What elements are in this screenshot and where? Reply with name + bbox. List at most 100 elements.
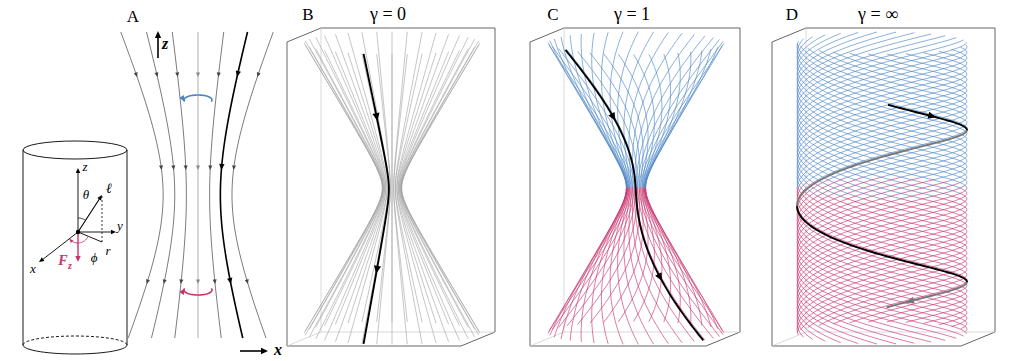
panel-letter: A [127,8,139,25]
field-line [645,49,711,188]
arrow-head [245,279,249,284]
field-line [316,187,384,327]
arrow-head [184,165,188,170]
theta-arc [78,218,86,220]
origin-dot [76,230,80,234]
field-line [797,38,967,186]
arrow-head [208,165,212,170]
arrow-head [75,256,80,262]
field-line [397,187,436,323]
field-line [392,187,393,322]
arrow-head [906,297,915,304]
box-frame [995,28,996,332]
field-line [797,195,967,337]
field-line [362,187,389,322]
field-line [394,189,408,344]
arrow-head [217,72,221,77]
field-line [325,50,385,188]
arrow-head [171,165,175,170]
box-frame [772,28,806,42]
field-line [550,187,629,335]
field-line [399,187,459,325]
highlight-line [797,206,967,282]
field-line [618,187,648,322]
field-line [643,189,722,331]
field-line [797,190,967,332]
axis-label: x [30,262,36,275]
field-line [309,39,383,187]
arrow-head [372,112,379,121]
field-line [550,41,629,189]
arrow-head [227,278,232,284]
box-frame [530,346,706,347]
field-line [797,178,967,322]
field-line [578,187,638,325]
box-frame [287,42,288,346]
field-line [797,44,967,186]
arrow-head [97,195,102,200]
field-line [397,189,436,343]
field-line [399,50,459,188]
highlight-line [797,131,967,207]
phi-arc [69,236,88,243]
field-line [797,186,967,334]
field-lines-panel [121,31,274,354]
arrow-head [232,165,236,170]
highlight-line [888,105,967,131]
box-frame [806,28,995,29]
arrow-head [179,95,184,102]
arrow-head [179,288,184,295]
box-frame [321,332,495,333]
arrow-head [134,72,138,77]
field-line [797,54,967,198]
field-line [198,32,199,338]
field-line [570,188,626,341]
box-frame [530,332,564,346]
arrow-head [163,279,167,284]
field-lines-3d [287,28,495,346]
box-frame [495,28,496,332]
field-line [305,188,382,331]
field-line [642,43,724,187]
arrow-head [257,72,261,77]
vector-label: ℓ [106,182,112,196]
field-line [797,42,967,190]
field-line [392,32,393,187]
field-line [590,187,640,323]
axis-label: x [274,342,282,358]
arrow-head [655,272,662,281]
field-line [641,41,723,187]
highlight-line [887,282,967,307]
field-line [401,188,478,331]
field-line [309,188,383,330]
axis-arrow [240,350,262,352]
panel-title: γ = ∞ [858,5,898,23]
field-line [567,187,636,326]
field-line [624,32,654,187]
field-line [644,187,662,321]
field-line [797,183,967,331]
coordinate-inset [23,141,127,354]
arrow-head [39,257,44,262]
r-line [78,232,102,242]
field-line [335,187,385,324]
field-line [797,186,967,328]
arrow-head [154,72,158,77]
field-line [581,34,626,188]
cylinder-side [23,150,24,345]
arrow-head [236,71,241,77]
arrow-head [196,166,200,171]
angle-label: θ [83,188,89,201]
y-axis [78,232,113,233]
arrow-head [196,280,200,285]
field-line [797,51,967,198]
field-line [220,32,247,338]
arrow-head [213,279,217,284]
arrow-head [76,168,81,173]
field-line [549,45,631,189]
arrow-head [159,165,163,170]
field-lines-3d [530,28,740,346]
field-line [348,33,387,187]
box-frame [772,42,773,346]
field-line [644,189,717,329]
